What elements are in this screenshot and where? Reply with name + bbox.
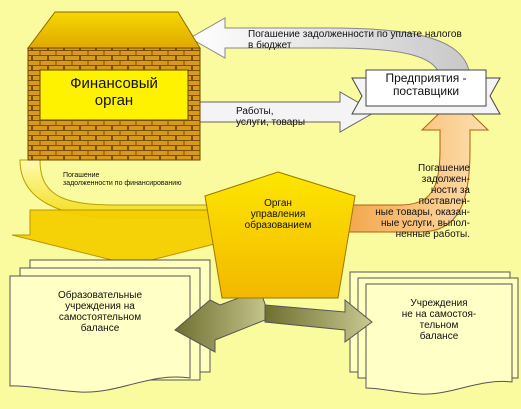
right-document-stack bbox=[349, 271, 519, 395]
suppliers-banner bbox=[351, 69, 501, 115]
works-services-label: Работы, услуги, товары bbox=[236, 106, 306, 128]
suppliers-label: Предприятия - поставщики bbox=[385, 71, 467, 99]
self-balance-institutions-label: Образовательные учреждения на самостояте… bbox=[57, 290, 143, 334]
tax-debt-label: Погашение задолженности по уплате налого… bbox=[248, 29, 462, 51]
funding-debt-label: Погашение задолженности по финансировани… bbox=[63, 172, 182, 187]
financial-organ-building bbox=[27, 11, 201, 161]
supplier-debt-label: Погашение задолжен- ности за поставлен- … bbox=[375, 163, 470, 240]
olive-arrow-left bbox=[174, 289, 271, 353]
education-management-shape bbox=[204, 171, 356, 299]
left-document-stack bbox=[9, 259, 211, 393]
financial-organ-label: Финансовый орган bbox=[70, 75, 158, 109]
non-self-balance-institutions-label: Учреждения не на самостоя- тельном балан… bbox=[401, 298, 477, 342]
tax-debt-arrow bbox=[188, 17, 471, 81]
olive-arrow-right bbox=[264, 298, 373, 343]
works-services-arrow bbox=[197, 91, 377, 133]
education-management-label: Орган управления образованием bbox=[244, 198, 312, 231]
